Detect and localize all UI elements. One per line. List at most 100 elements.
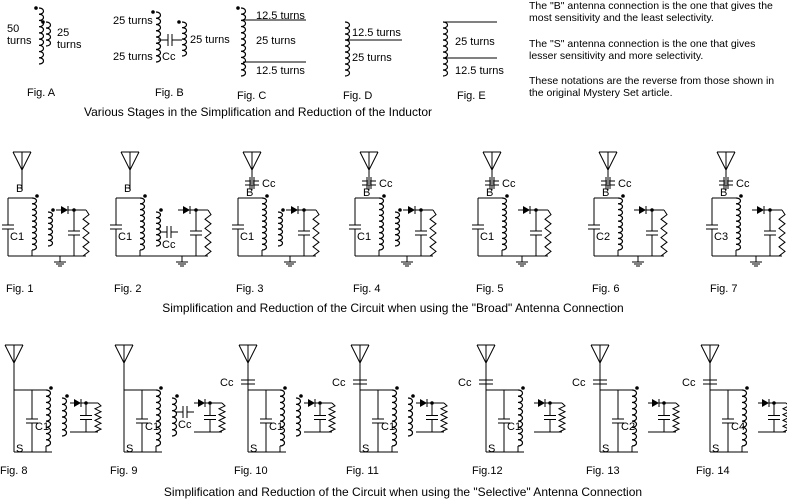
filter-capacitor [544,403,556,432]
resistor-icon [557,402,567,433]
tuning-capacitor [706,198,718,256]
fig-label: Fig. 7 [710,283,738,295]
antenna [4,344,24,452]
coil-turns: 12.5 turns [256,65,305,77]
diode-triangle [639,206,646,214]
antenna-tap-label: S [602,443,609,455]
antenna [359,151,379,180]
note-selective: The "S" antenna connection is the one th… [529,38,756,62]
tuning-coil [617,197,624,251]
fig-label: Fig. 8 [0,465,28,477]
fig-label: Fig. 13 [586,465,620,477]
filter-capacitor [768,403,780,432]
phase-dot [159,208,163,212]
antenna [700,344,720,452]
diode-icon [56,206,74,214]
coil-turns: 25 turns [455,36,495,48]
detector-section [758,399,787,433]
tuning-coil [501,197,508,251]
tuning-coil [31,197,38,251]
phase-dot [65,394,69,398]
resistor-icon [439,402,449,433]
fig-label: Fig. E [457,90,486,102]
diode-triangle [757,206,764,214]
filter-capacitor [190,210,202,256]
cap-label: Cc [379,178,393,190]
cap-label: C1 [269,421,283,433]
resistor-icon [777,209,786,257]
antenna [350,344,370,452]
cap-label: Cc [162,51,176,63]
detector-section [648,399,681,433]
resistor-icon [428,209,437,257]
coil-turns: turns [7,35,32,47]
antenna-tap-label: B [124,183,131,195]
resistor-icon [217,402,227,433]
cap-label: C1 [480,231,494,243]
phase-dot [382,194,386,198]
tuning-coil [279,389,286,447]
tuning-coil [391,389,398,447]
diode-triangle [523,206,530,214]
phase-dot [175,394,179,398]
fig-label: Fig. 10 [234,465,268,477]
tuning-capacitor [110,198,122,256]
detector-section [70,399,103,433]
phase-dot [635,386,639,390]
tuning-capacitor [372,390,384,452]
phase-dot [411,394,415,398]
cap-label: C1 [145,421,159,433]
diode-icon [758,399,774,407]
antenna [120,151,140,190]
cap-label: Cc [736,178,750,190]
tuning-coil [735,197,742,251]
cap-label: C1 [357,231,371,243]
phase-dot [265,194,269,198]
inductor-coil [155,11,162,63]
diode-icon [534,399,550,407]
cap-label: C1 [381,421,395,433]
cap-label: C3 [714,231,728,243]
cap-label: C1 [240,231,254,243]
cap-label: C1 [118,231,132,243]
tuning-coil [139,197,146,251]
cap-label: Cc [572,377,586,389]
phase-dot [35,194,39,198]
coupling-capacitor [160,226,178,238]
phase-dot [505,194,509,198]
diode-triangle [420,399,427,407]
cap-label: Cc [178,419,192,431]
detector-section [416,399,449,433]
filter-capacitor [530,210,542,256]
phase-dot [41,20,45,24]
filter-capacitor [426,403,438,432]
antenna-tap-label: S [712,443,719,455]
tuning-coil [631,389,638,447]
antenna-tap-label: B [16,183,23,195]
selective-caption: Simplification and Reduction of the Circ… [164,485,642,499]
filter-capacitor [204,403,216,432]
antenna-tap-label: B [363,187,370,199]
phase-dot [151,10,155,14]
antenna-tap-label: B [246,187,253,199]
diode-triangle [762,399,769,407]
secondary-coil [155,211,162,247]
antenna-tap-label: S [126,443,133,455]
filter-capacitor [764,210,776,256]
tuning-coil [155,389,162,447]
antenna-tap-label: S [488,443,495,455]
filter-capacitor [658,403,670,432]
fig-label: Fig. 5 [476,283,504,295]
cap-label: Cc [262,178,276,190]
phase-dot [739,194,743,198]
fig-label: Fig. 14 [696,465,730,477]
cap-label: C2 [596,231,610,243]
detector-section [178,206,212,257]
